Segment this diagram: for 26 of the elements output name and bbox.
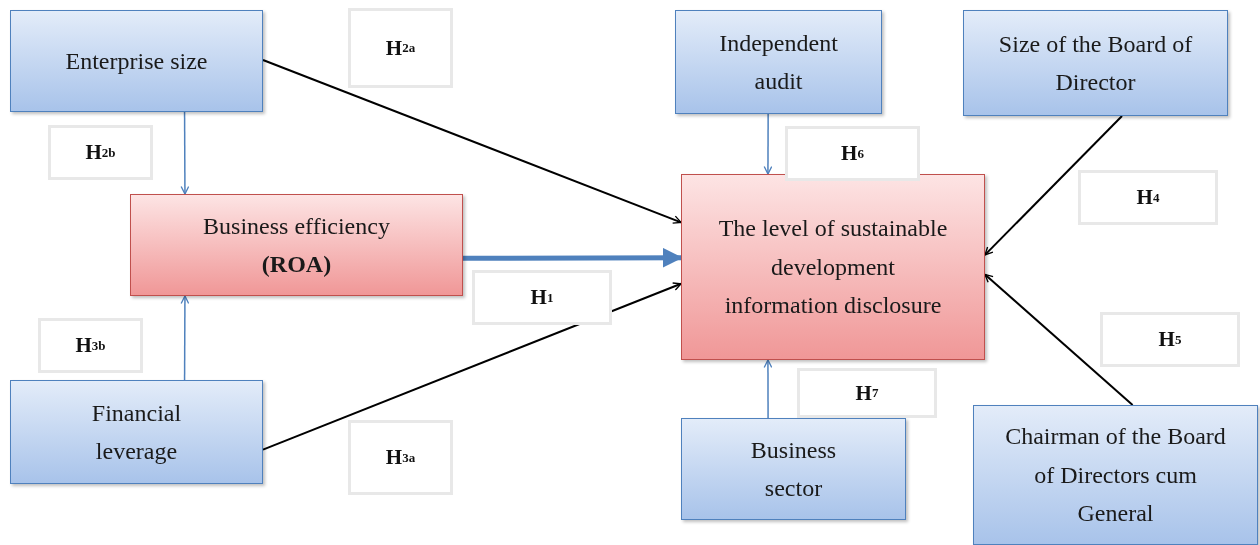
arrow — [984, 115, 1123, 256]
arrow — [262, 59, 682, 224]
node-label: The level of sustainable development information disclosure — [717, 214, 949, 321]
arrow — [763, 113, 773, 175]
node-label: Business efficiency — [203, 211, 390, 241]
arrow — [463, 247, 683, 268]
node-label: Size of the Board of Director — [997, 29, 1194, 97]
variable-box — [10, 10, 263, 112]
arrow — [984, 273, 1134, 406]
node-label: Business sector — [749, 435, 838, 503]
arrow — [180, 295, 190, 381]
variable-box — [10, 380, 263, 484]
arrow — [262, 282, 682, 451]
variable-box — [973, 405, 1258, 545]
node-label: Chairman of the Board of Directors cum General — [1004, 422, 1227, 529]
variable-box — [681, 418, 906, 520]
variable-box — [675, 10, 882, 114]
arrow — [180, 111, 190, 195]
node-label: Enterprise size — [65, 46, 208, 76]
node-label: (ROA) — [261, 250, 332, 279]
node-label: Independent audit — [718, 28, 839, 96]
variable-box — [130, 194, 463, 296]
node-label: Financial leverage — [90, 398, 183, 466]
variable-box — [681, 174, 985, 360]
arrow — [763, 359, 773, 419]
variable-box — [963, 10, 1228, 116]
